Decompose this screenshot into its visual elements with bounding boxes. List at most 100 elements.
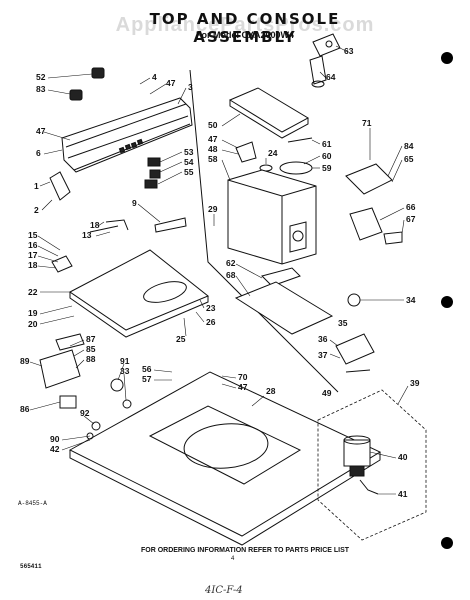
insulation-68 [234,281,334,335]
grommet-33 [122,399,132,409]
knob-83 [69,89,83,101]
callout-88: 88 [86,354,96,364]
callout-9: 9 [132,198,137,208]
callout-39: 39 [410,378,420,388]
callout-1: 1 [34,181,39,191]
hinge-pin [89,225,119,233]
assembly-39-frame [317,389,427,541]
callout-23: 23 [206,303,216,313]
lid-handle [154,217,187,233]
callout-71: 71 [362,118,372,128]
callout-2: 2 [34,205,39,215]
callout-4: 4 [152,72,157,82]
console-end-cap [49,171,71,201]
callout-34: 34 [406,295,416,305]
callout-61: 61 [322,139,332,149]
callout-91: 91 [120,356,130,366]
switch-53 [147,157,161,167]
document-code: 565411 [20,563,42,570]
callout-19: 19 [28,308,38,318]
callout-6: 6 [36,148,41,158]
gasket-34 [347,293,361,307]
bracket-48 [235,141,257,163]
callout-13: 13 [82,230,92,240]
timer-lamp-67 [383,231,403,245]
callout-47: 47 [238,382,248,392]
callout-57: 57 [142,374,152,384]
knob-52 [91,67,105,79]
ordering-note: FOR ORDERING INFORMATION REFER TO PARTS … [140,547,350,554]
callout-89: 89 [20,356,30,366]
callout-84: 84 [404,141,414,151]
callout-3: 3 [188,82,193,92]
callout-58: 58 [208,154,218,164]
callout-35: 35 [338,318,348,328]
callout-54: 54 [184,157,194,167]
watermark: AppliancePartsPros.com [115,14,375,36]
pad-59 [279,161,313,175]
lid-hinge [51,255,73,273]
console-cover-plate [228,87,310,133]
model-subtitle: For Model CXA2000W4 [195,30,295,40]
callout-90: 90 [50,434,60,444]
hinge-bracket [105,219,129,231]
callout-36: 36 [318,334,328,344]
binder-hole-bottom [441,537,453,549]
binder-hole-top [441,52,453,64]
wire-41 [359,479,379,495]
pin-61 [287,137,313,143]
callout-63: 63 [344,46,354,56]
callout-29: 29 [208,204,218,214]
callout-20: 20 [28,319,38,329]
callout-85: 85 [86,344,96,354]
callout-62: 62 [226,258,236,268]
callout-26: 26 [206,317,216,327]
callout-86: 86 [20,404,30,414]
switch-bracket-65 [345,163,393,195]
callout-40: 40 [398,452,408,462]
callout-67: 67 [406,214,416,224]
page-number: 4 [231,556,235,562]
callout-labels: 52 83 4 47 3 47 6 53 54 55 1 2 9 18 13 1… [20,46,420,499]
section-divider [189,69,339,393]
callout-65: 65 [404,154,414,164]
callout-60: 60 [322,151,332,161]
callout-47: 47 [208,134,218,144]
valve-assembly-40 [343,435,371,477]
spring-49 [345,369,371,373]
control-box [227,169,317,265]
bracket-36 [335,333,375,365]
callout-59: 59 [322,163,332,173]
page-title: TOP AND CONSOLE ASSEMBLY [149,10,341,46]
callout-15: 15 [28,230,38,240]
callout-24: 24 [268,148,278,158]
callout-17: 17 [28,250,38,260]
handwritten-note: 4IC-F-4 [205,585,243,596]
callout-37: 37 [318,350,328,360]
callout-92: 92 [80,408,90,418]
callout-83: 83 [36,84,46,94]
screw-92 [91,421,101,431]
callout-55: 55 [184,167,194,177]
callout-25: 25 [176,334,186,344]
callout-42: 42 [50,444,60,454]
art-code: A-8455-A [18,500,47,507]
callout-64: 64 [326,72,336,82]
callout-87: 87 [86,334,96,344]
callout-47: 47 [166,78,176,88]
insulation-62 [261,267,301,287]
lid-switch-plate [55,333,85,351]
washer-top [68,371,382,546]
callout-50: 50 [208,120,218,130]
callout-49: 49 [322,388,332,398]
callout-66: 66 [406,202,416,212]
callout-16: 16 [28,240,38,250]
switch-55 [144,179,158,189]
callout-33: 33 [120,366,130,376]
callout-18: 18 [90,220,100,230]
callout-56: 56 [142,364,152,374]
lid-assembly [69,249,209,338]
callout-48: 48 [208,144,218,154]
callout-22: 22 [28,287,38,297]
